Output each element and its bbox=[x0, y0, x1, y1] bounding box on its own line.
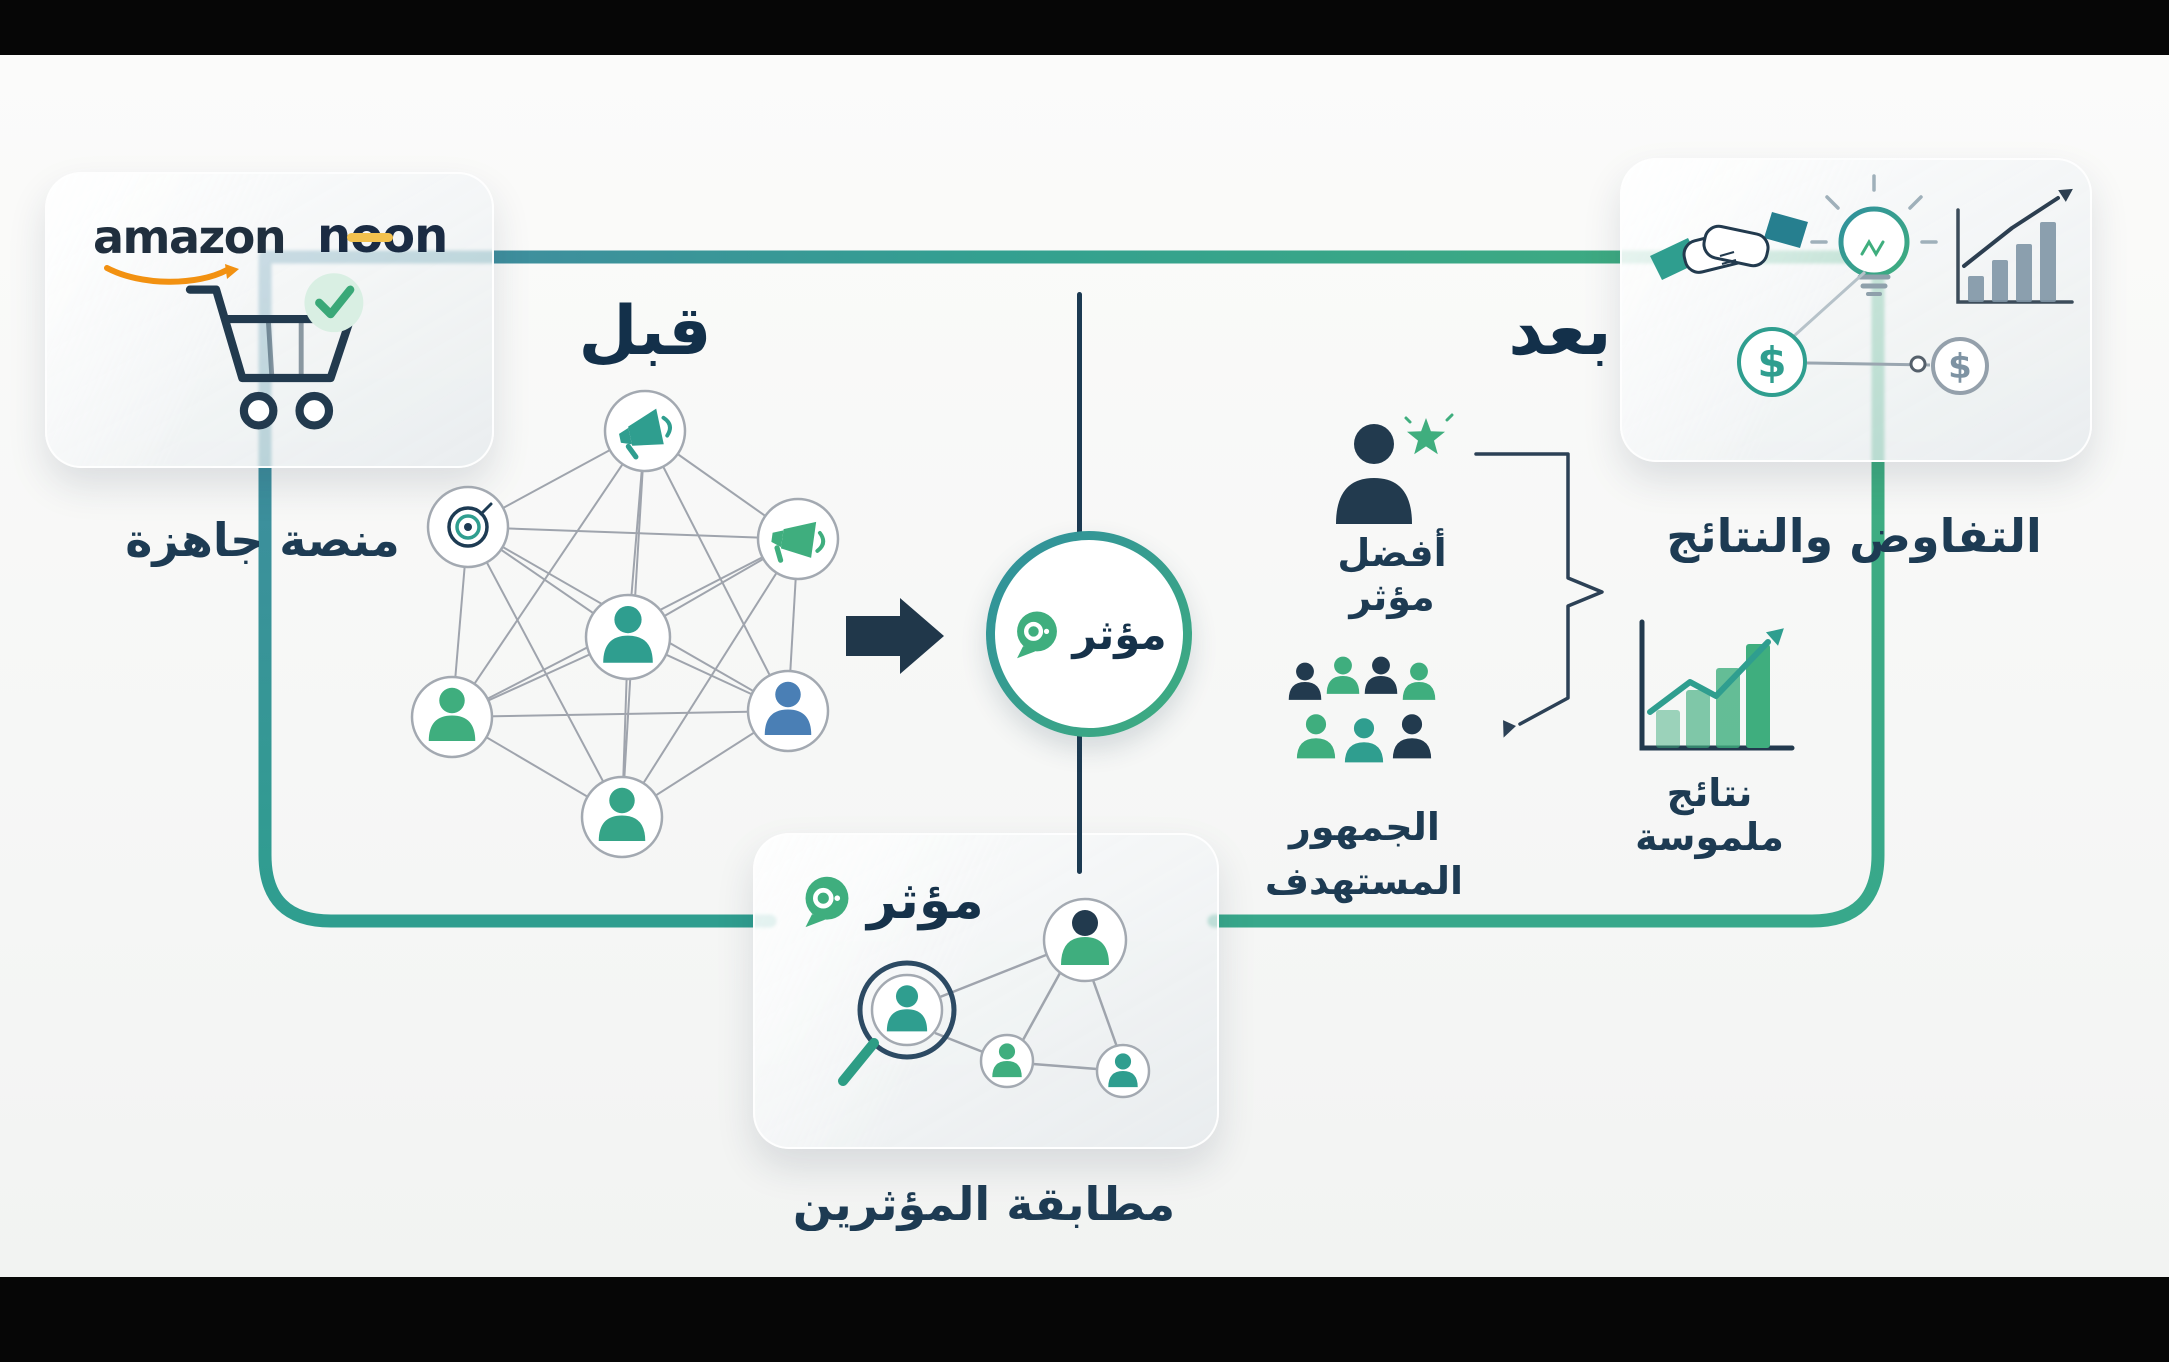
speech-bubble-icon bbox=[1011, 608, 1063, 660]
lightbulb-icon bbox=[1810, 174, 1938, 296]
dollar-link-icon: $ $ bbox=[1737, 270, 1989, 397]
results-label: نتائج ملموسة bbox=[1635, 771, 1784, 859]
growth-chart-icon bbox=[1956, 188, 2074, 304]
cart-icon bbox=[185, 273, 364, 430]
target-audience-icon bbox=[1288, 656, 1436, 765]
negotiation-label: التفاوض والنتائج bbox=[1666, 509, 2042, 563]
platform-card: amazon noon bbox=[45, 172, 494, 468]
check-circle-icon bbox=[304, 273, 364, 333]
wire-left-loop bbox=[258, 250, 777, 928]
before-heading: قبل bbox=[578, 292, 712, 371]
negotiation-card: $ $ bbox=[1620, 158, 2092, 462]
negotiation-icons: $ $ bbox=[1650, 174, 2074, 397]
dollar-symbol: $ bbox=[1757, 338, 1786, 387]
divider-line-bottom bbox=[1077, 714, 1082, 874]
flow-arrow-icon bbox=[846, 598, 944, 674]
matching-label: مطابقة المؤثرين bbox=[792, 1177, 1176, 1231]
best-influencer-label: أفضل مؤثر bbox=[1337, 531, 1447, 619]
results-chart-icon bbox=[1639, 619, 1795, 751]
noon-logo: noon bbox=[317, 208, 448, 264]
amazon-smile-icon bbox=[104, 264, 239, 285]
wire-right-loop bbox=[1207, 250, 1885, 928]
magnifier-icon bbox=[838, 960, 957, 1086]
audience-label-line1: الجمهور bbox=[1289, 805, 1440, 849]
matching-card: مؤثر bbox=[753, 833, 1219, 1149]
amazon-logo-text: amazon bbox=[93, 210, 287, 264]
brand-circle: مؤثر bbox=[986, 531, 1192, 737]
brand-name: مؤثر bbox=[1072, 609, 1167, 659]
star-icon bbox=[1407, 418, 1445, 455]
amazon-logo: amazon bbox=[93, 210, 287, 285]
influencer-matching-diagram bbox=[838, 897, 1151, 1099]
person-icon bbox=[1061, 910, 1109, 965]
matching-brand: مؤثر bbox=[799, 871, 984, 931]
audience-label-line2: المستهدف bbox=[1264, 859, 1463, 903]
merge-bracket bbox=[1474, 452, 1604, 738]
matching-edges bbox=[934, 951, 1119, 1071]
divider-line-top bbox=[1077, 292, 1082, 538]
before-network-diagram bbox=[410, 389, 840, 859]
best-influencer-icon bbox=[1336, 413, 1454, 524]
after-heading: بعد bbox=[1508, 292, 1612, 371]
handshake-icon bbox=[1650, 212, 1808, 280]
target-icon bbox=[447, 502, 493, 548]
noon-dash bbox=[347, 233, 393, 242]
matching-brand-name: مؤثر bbox=[867, 871, 984, 931]
platform-label: منصة جاهزة bbox=[125, 513, 400, 567]
dollar-symbol: $ bbox=[1948, 347, 1972, 387]
